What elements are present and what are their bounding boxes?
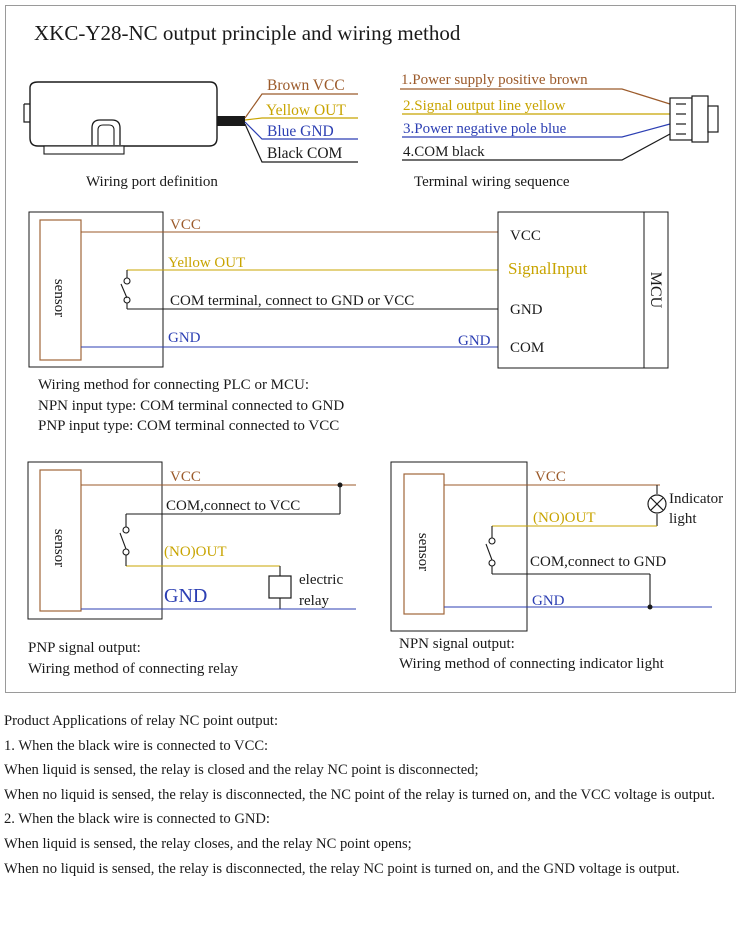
mcu-wires [81,231,498,348]
mcu-pin-gnd: GND [510,302,543,318]
diagram-frame [5,5,736,693]
npn-sensor-body [403,473,445,615]
npn-switch-symbol [485,526,496,574]
mcu-wire-gnd-right-label: GND [458,333,491,349]
notes-line: 1. When the black wire is connected to V… [4,737,269,754]
mcu-pin-vcc: VCC [510,228,541,244]
port-label-black: Black COM [267,145,343,162]
notes-line: When liquid is sensed, the relay closes,… [4,835,412,852]
relay-icon [268,575,292,599]
pnp-caption-1: PNP signal output: [28,640,141,656]
terminal-caption: Terminal wiring sequence [414,174,570,190]
npn-wire-vcc-label: VCC [535,469,566,485]
pnp-wires [81,484,356,610]
npn-sensor-label: sensor [415,533,431,571]
mcu-wire-com-label: COM terminal, connect to GND or VCC [170,293,414,309]
port-label-yellow: Yellow OUT [266,102,346,119]
npn-wire-gnd-label: GND [532,593,565,609]
indicator-label-1: Indicator [669,491,723,507]
mcu-caption-2: NPN input type: COM terminal connected t… [38,398,344,414]
indicator-label-2: light [669,511,697,527]
mcu-wire-gnd-label: GND [168,330,201,346]
notes-line: When no liquid is sensed, the relay is d… [4,786,716,803]
npn-junction [647,604,653,610]
port-caption: Wiring port definition [86,174,218,190]
npn-wire-com-label: COM,connect to GND [530,554,666,570]
mcu-switch-symbol [120,270,131,309]
pnp-sensor-body [39,469,82,612]
mcu-box [497,211,669,369]
terminal-line-4: 4.COM black [403,144,485,160]
pnp-switch-symbol [119,514,130,566]
terminal-connector [669,95,719,143]
indicator-light-icon [647,494,667,514]
mcu-pin-com: COM [510,340,544,356]
pnp-wire-out-label: (NO)OUT [164,544,226,560]
mcu-wire-vcc-label: VCC [170,217,201,233]
terminal-line-2: 2.Signal output line yellow [403,98,566,114]
npn-wire-out-label: (NO)OUT [533,510,595,526]
notes-line: When liquid is sensed, the relay is clos… [4,762,479,779]
npn-wires [444,484,712,608]
application-notes: Product Applications of relay NC point o… [4,709,739,881]
relay-label-2: relay [299,593,329,609]
npn-caption-1: NPN signal output: [399,636,515,652]
notes-line: 2. When the black wire is connected to G… [4,811,270,828]
mcu-wire-out-label: Yellow OUT [168,255,245,271]
mcu-sensor-body [39,219,82,361]
port-wire-fan [244,93,358,163]
pnp-junction [337,482,343,488]
page-title: XKC-Y28-NC output principle and wiring m… [34,21,461,45]
terminal-line-3: 3.Power negative pole blue [403,121,567,137]
port-label-brown: Brown VCC [267,77,345,94]
terminal-wires [400,88,671,161]
pnp-wire-vcc-label: VCC [170,469,201,485]
port-label-blue: Blue GND [267,123,334,140]
mcu-caption-1: Wiring method for connecting PLC or MCU: [38,377,309,393]
mcu-caption-3: PNP input type: COM terminal connected t… [38,418,339,434]
pnp-wire-com-label: COM,connect to VCC [166,498,300,514]
relay-label-1: electric [299,572,343,588]
pnp-wire-gnd-label: GND [164,585,207,607]
wiring-diagram: XKC-Y28-NC output principle and wiring m… [5,5,736,693]
mcu-pin-signal: SignalInput [508,259,588,278]
terminal-line-1: 1.Power supply positive brown [401,72,588,88]
notes-line: When no liquid is sensed, the relay is d… [4,860,680,877]
mcu-label: MCU [647,272,664,309]
sensor-housing [23,81,245,155]
pnp-sensor-label: sensor [51,529,67,567]
mcu-sensor-label: sensor [51,279,67,317]
npn-caption-2: Wiring method of connecting indicator li… [399,656,665,672]
pnp-caption-2: Wiring method of connecting relay [28,661,239,677]
notes-heading: Product Applications of relay NC point o… [4,713,279,729]
